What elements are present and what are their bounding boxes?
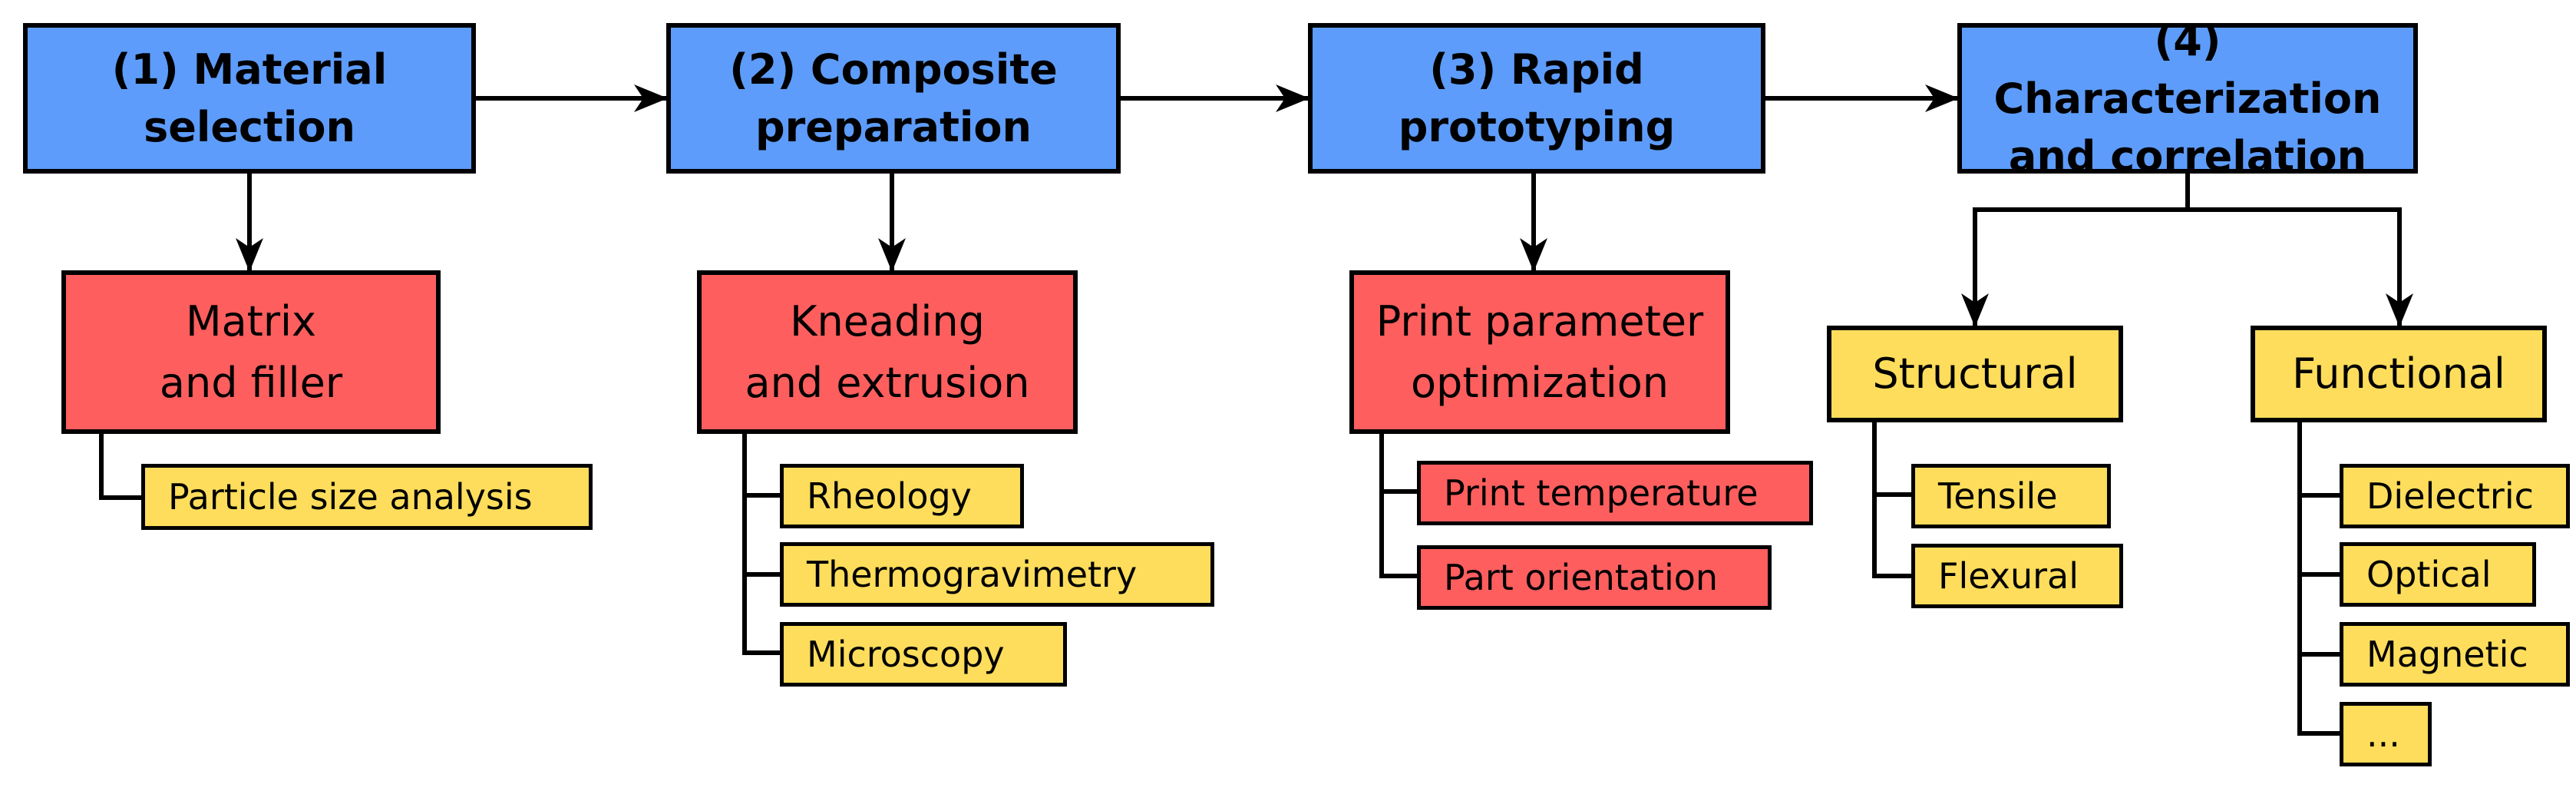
stage-composite-preparation: (2) Composite preparation [666,23,1121,174]
stage-label: (2) Composite preparation [729,45,1058,151]
substep-structural: Structural [1827,326,2123,422]
stage-label: (4) Characterization and correlation [1993,16,2382,180]
leaf-tensile: Tensile [1911,464,2111,528]
leaf-optical: Optical [2340,542,2536,607]
leaf-label: Print temperature [1444,472,1759,514]
tree-functional [2297,422,2340,736]
leaf-particle-size-analysis: Particle size analysis [141,464,593,530]
leaf-label: Magnetic [2366,634,2528,675]
substep-label: Kneading and extrusion [745,296,1030,407]
stage-label: (1) Material selection [111,45,388,151]
leaf-more: ... [2340,702,2432,766]
leaf-flexural: Flexural [1911,544,2123,608]
tree-structural [1872,422,1911,578]
leaf-label: Flexural [1938,555,2079,597]
tree-kneading [742,434,780,655]
leaf-thermogravimetry: Thermogravimetry [780,542,1214,607]
leaf-label: Part orientation [1444,557,1719,598]
substep-label: Structural [1872,349,2078,398]
leaf-label: Microscopy [807,634,1005,675]
leaf-label: Thermogravimetry [807,554,1138,595]
substep-kneading-extrusion: Kneading and extrusion [697,270,1078,434]
substep-matrix-filler: Matrix and filler [61,270,441,434]
stage-label: (3) Rapid prototyping [1398,45,1676,151]
leaf-magnetic: Magnetic [2340,622,2570,687]
stage-material-selection: (1) Material selection [23,23,476,174]
substep-label: Print parameter optimization [1376,296,1704,407]
leaf-label: Optical [2366,554,2492,595]
substep-label: Matrix and filler [159,296,343,407]
leaf-microscopy: Microscopy [780,622,1067,687]
substep-label: Functional [2292,349,2505,398]
tree-print [1379,434,1417,578]
leaf-part-orientation: Part orientation [1417,545,1772,610]
leaf-rheology: Rheology [780,464,1024,528]
leaf-label: ... [2366,713,2400,755]
leaf-label: Rheology [807,475,972,517]
stage-characterization: (4) Characterization and correlation [1957,17,2418,180]
leaf-label: Dielectric [2366,475,2534,517]
leaf-label: Particle size analysis [168,476,533,518]
leaf-label: Tensile [1938,475,2058,517]
stage-rapid-prototyping: (3) Rapid prototyping [1308,23,1765,174]
tree-matrix [99,434,141,500]
leaf-dielectric: Dielectric [2340,464,2570,528]
substep-functional: Functional [2251,326,2547,422]
substep-print-parameter-optimization: Print parameter optimization [1349,270,1730,434]
leaf-print-temperature: Print temperature [1417,461,1813,525]
